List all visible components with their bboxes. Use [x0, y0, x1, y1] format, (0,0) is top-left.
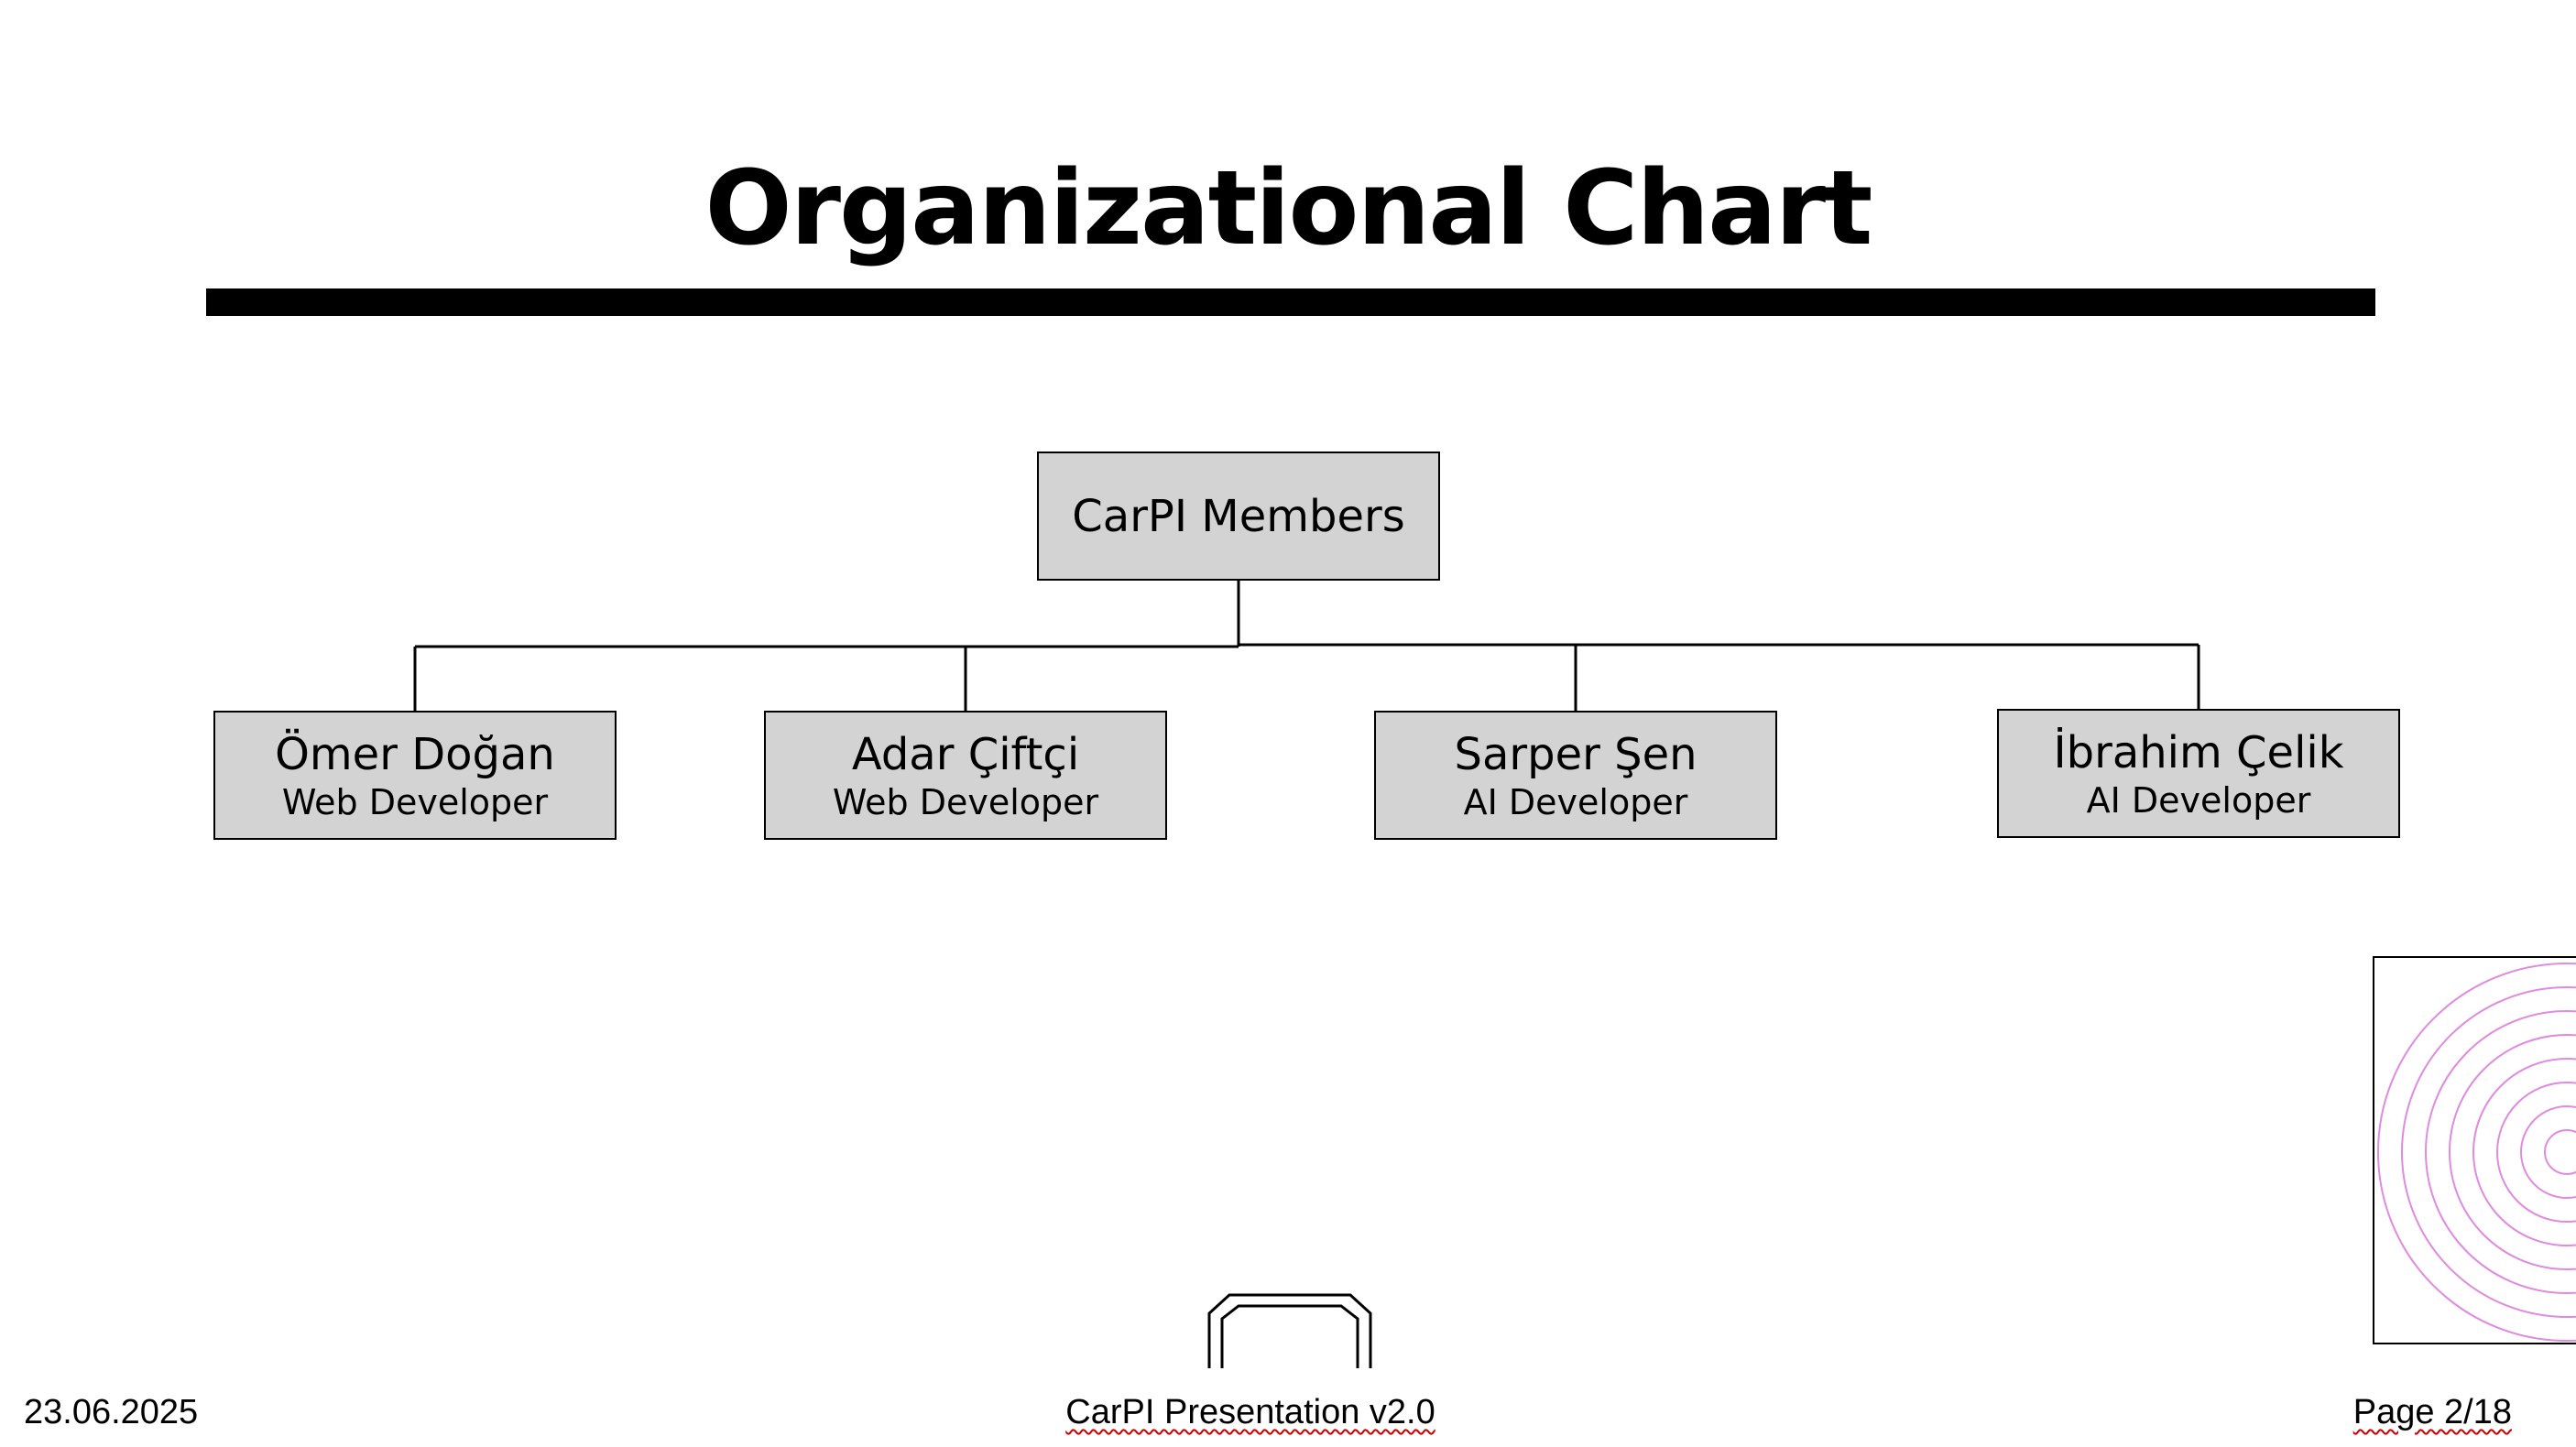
footer-title-wrapper: CarPI Presentation v2.0	[0, 1390, 2501, 1434]
footer-page-number: Page 2/18	[2352, 1393, 2512, 1431]
member-role: AI Developer	[1463, 781, 1688, 822]
org-node-member: İbrahim Çelik AI Developer	[1997, 709, 2400, 838]
footer-date: 23.06.2025	[24, 1393, 199, 1431]
member-role: Web Developer	[281, 781, 549, 822]
member-name: Sarper Şen	[1454, 728, 1697, 780]
root-node-label: CarPI Members	[1072, 490, 1405, 542]
footer-title: CarPI Presentation v2.0	[1065, 1393, 1435, 1431]
car-outline-logo	[1207, 1293, 1372, 1368]
org-node-root: CarPI Members	[1037, 452, 1440, 581]
org-node-member: Sarper Şen AI Developer	[1374, 711, 1777, 840]
slide-title: Organizational Chart	[704, 149, 1873, 268]
concentric-rings-icon	[2377, 963, 2576, 1342]
member-name: Adar Çiftçi	[851, 728, 1080, 780]
title-underline-bar	[206, 288, 2375, 316]
footer-page-number-wrapper: Page 2/18	[2353, 1390, 2512, 1434]
member-role: Web Developer	[832, 781, 1099, 822]
concentric-rings-decoration	[2373, 956, 2576, 1344]
org-node-member: Ömer Doğan Web Developer	[213, 711, 617, 840]
org-node-member: Adar Çiftçi Web Developer	[764, 711, 1167, 840]
member-name: İbrahim Çelik	[2053, 726, 2344, 778]
member-role: AI Developer	[2086, 779, 2311, 821]
member-name: Ömer Doğan	[275, 728, 555, 780]
